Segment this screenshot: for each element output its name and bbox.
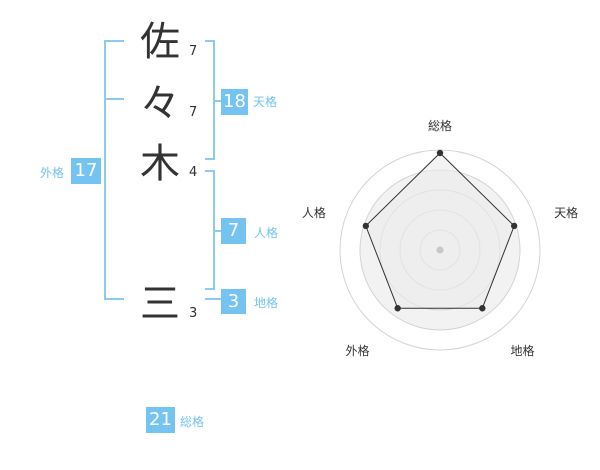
radar-axis-label-3: 地格 <box>511 343 535 358</box>
radar-axis-label-2: 天格 <box>554 205 578 220</box>
radar-center-dot <box>436 246 444 254</box>
chikaku-connector <box>205 298 222 300</box>
soukaku-score-box: 21 <box>146 407 175 433</box>
radar-point-1 <box>436 149 444 157</box>
stroke-count-2: 7 <box>189 105 198 120</box>
jinkaku-score-box: 7 <box>221 218 246 244</box>
jinkaku-label: 人格 <box>254 226 279 240</box>
stroke-count-3: 4 <box>189 165 198 180</box>
radar-axis-label-5: 人格 <box>302 205 326 220</box>
name-char-1: 佐 <box>140 19 180 65</box>
tenkaku-label: 天格 <box>253 95 278 109</box>
radar-point-3 <box>479 305 486 312</box>
radar-axis-label-4: 外格 <box>345 343 369 358</box>
radar-axis-label-1: 総格 <box>428 118 452 133</box>
name-char-3: 木 <box>140 141 180 187</box>
stroke-count-1: 7 <box>189 44 198 59</box>
chikaku-score-box: 3 <box>221 289 246 314</box>
tenkaku-score-box: 18 <box>221 89 248 115</box>
radar-point-2 <box>510 222 518 230</box>
gaikaku-score-box: 17 <box>71 158 101 184</box>
soukaku-label: 総格 <box>180 415 205 429</box>
name-char-2: 々 <box>140 81 180 127</box>
gaikaku-label: 外格 <box>40 166 65 180</box>
radar-point-5 <box>362 222 370 230</box>
chikaku-label: 地格 <box>254 296 279 310</box>
radar-point-4 <box>394 305 401 312</box>
stroke-count-4: 3 <box>189 306 198 321</box>
name-char-4: 三 <box>140 281 180 327</box>
radar-data-polygon <box>365 152 515 309</box>
